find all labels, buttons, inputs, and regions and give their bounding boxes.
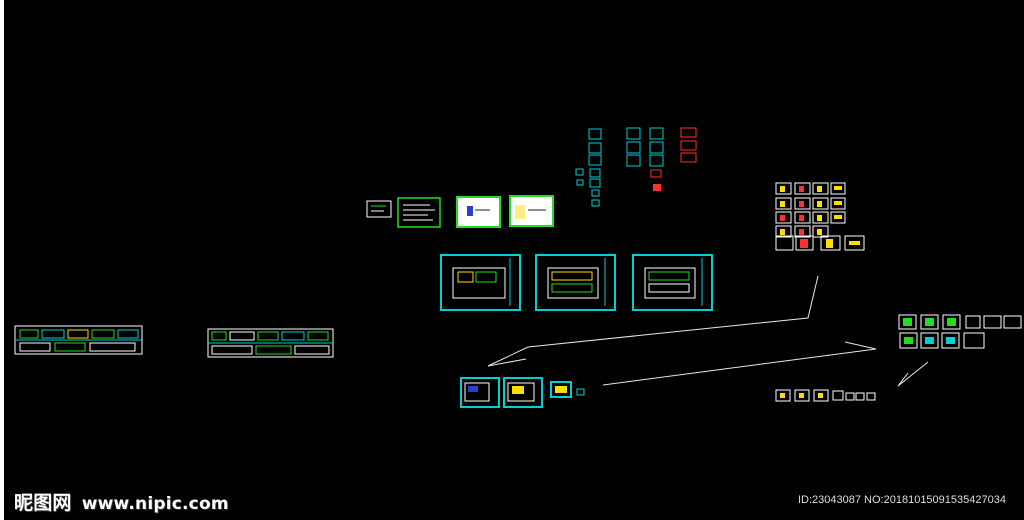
small-detail-row[interactable] <box>775 389 876 402</box>
window-detail-row-1[interactable] <box>898 314 1022 330</box>
watermark-id: ID:23043087 NO:20181015091535427034 <box>798 494 1006 506</box>
viewport-left-edge <box>0 0 4 520</box>
detail-column-b[interactable] <box>626 127 664 191</box>
detail-sheet-4[interactable] <box>576 388 585 396</box>
watermark-url: www.nipic.com <box>81 494 229 514</box>
detail-sheet-3[interactable] <box>550 381 572 398</box>
elevation-drawing-1[interactable] <box>14 325 143 355</box>
watermark-site: 昵图网 www.nipic.com <box>14 488 229 515</box>
detail-sheet-1[interactable] <box>460 377 500 408</box>
detail-column-c[interactable] <box>680 127 697 163</box>
floor-plan-sheet-1[interactable] <box>440 254 521 311</box>
door-detail-grid[interactable] <box>775 182 865 251</box>
floor-plan-sheet-2[interactable] <box>535 254 616 311</box>
title-note-block[interactable] <box>366 200 392 218</box>
watermark-logo: 昵图网 <box>14 492 72 514</box>
window-detail-row-2[interactable] <box>899 332 985 349</box>
leader-lines <box>487 275 929 387</box>
floor-plan-sheet-3[interactable] <box>632 254 713 311</box>
elevation-drawing-2[interactable] <box>207 328 334 358</box>
text-sheet-1[interactable] <box>397 197 441 228</box>
white-sheet-blue[interactable] <box>456 196 501 228</box>
white-sheet-yellow[interactable] <box>509 195 554 227</box>
detail-column-a[interactable] <box>575 128 602 207</box>
detail-sheet-2[interactable] <box>503 377 543 408</box>
